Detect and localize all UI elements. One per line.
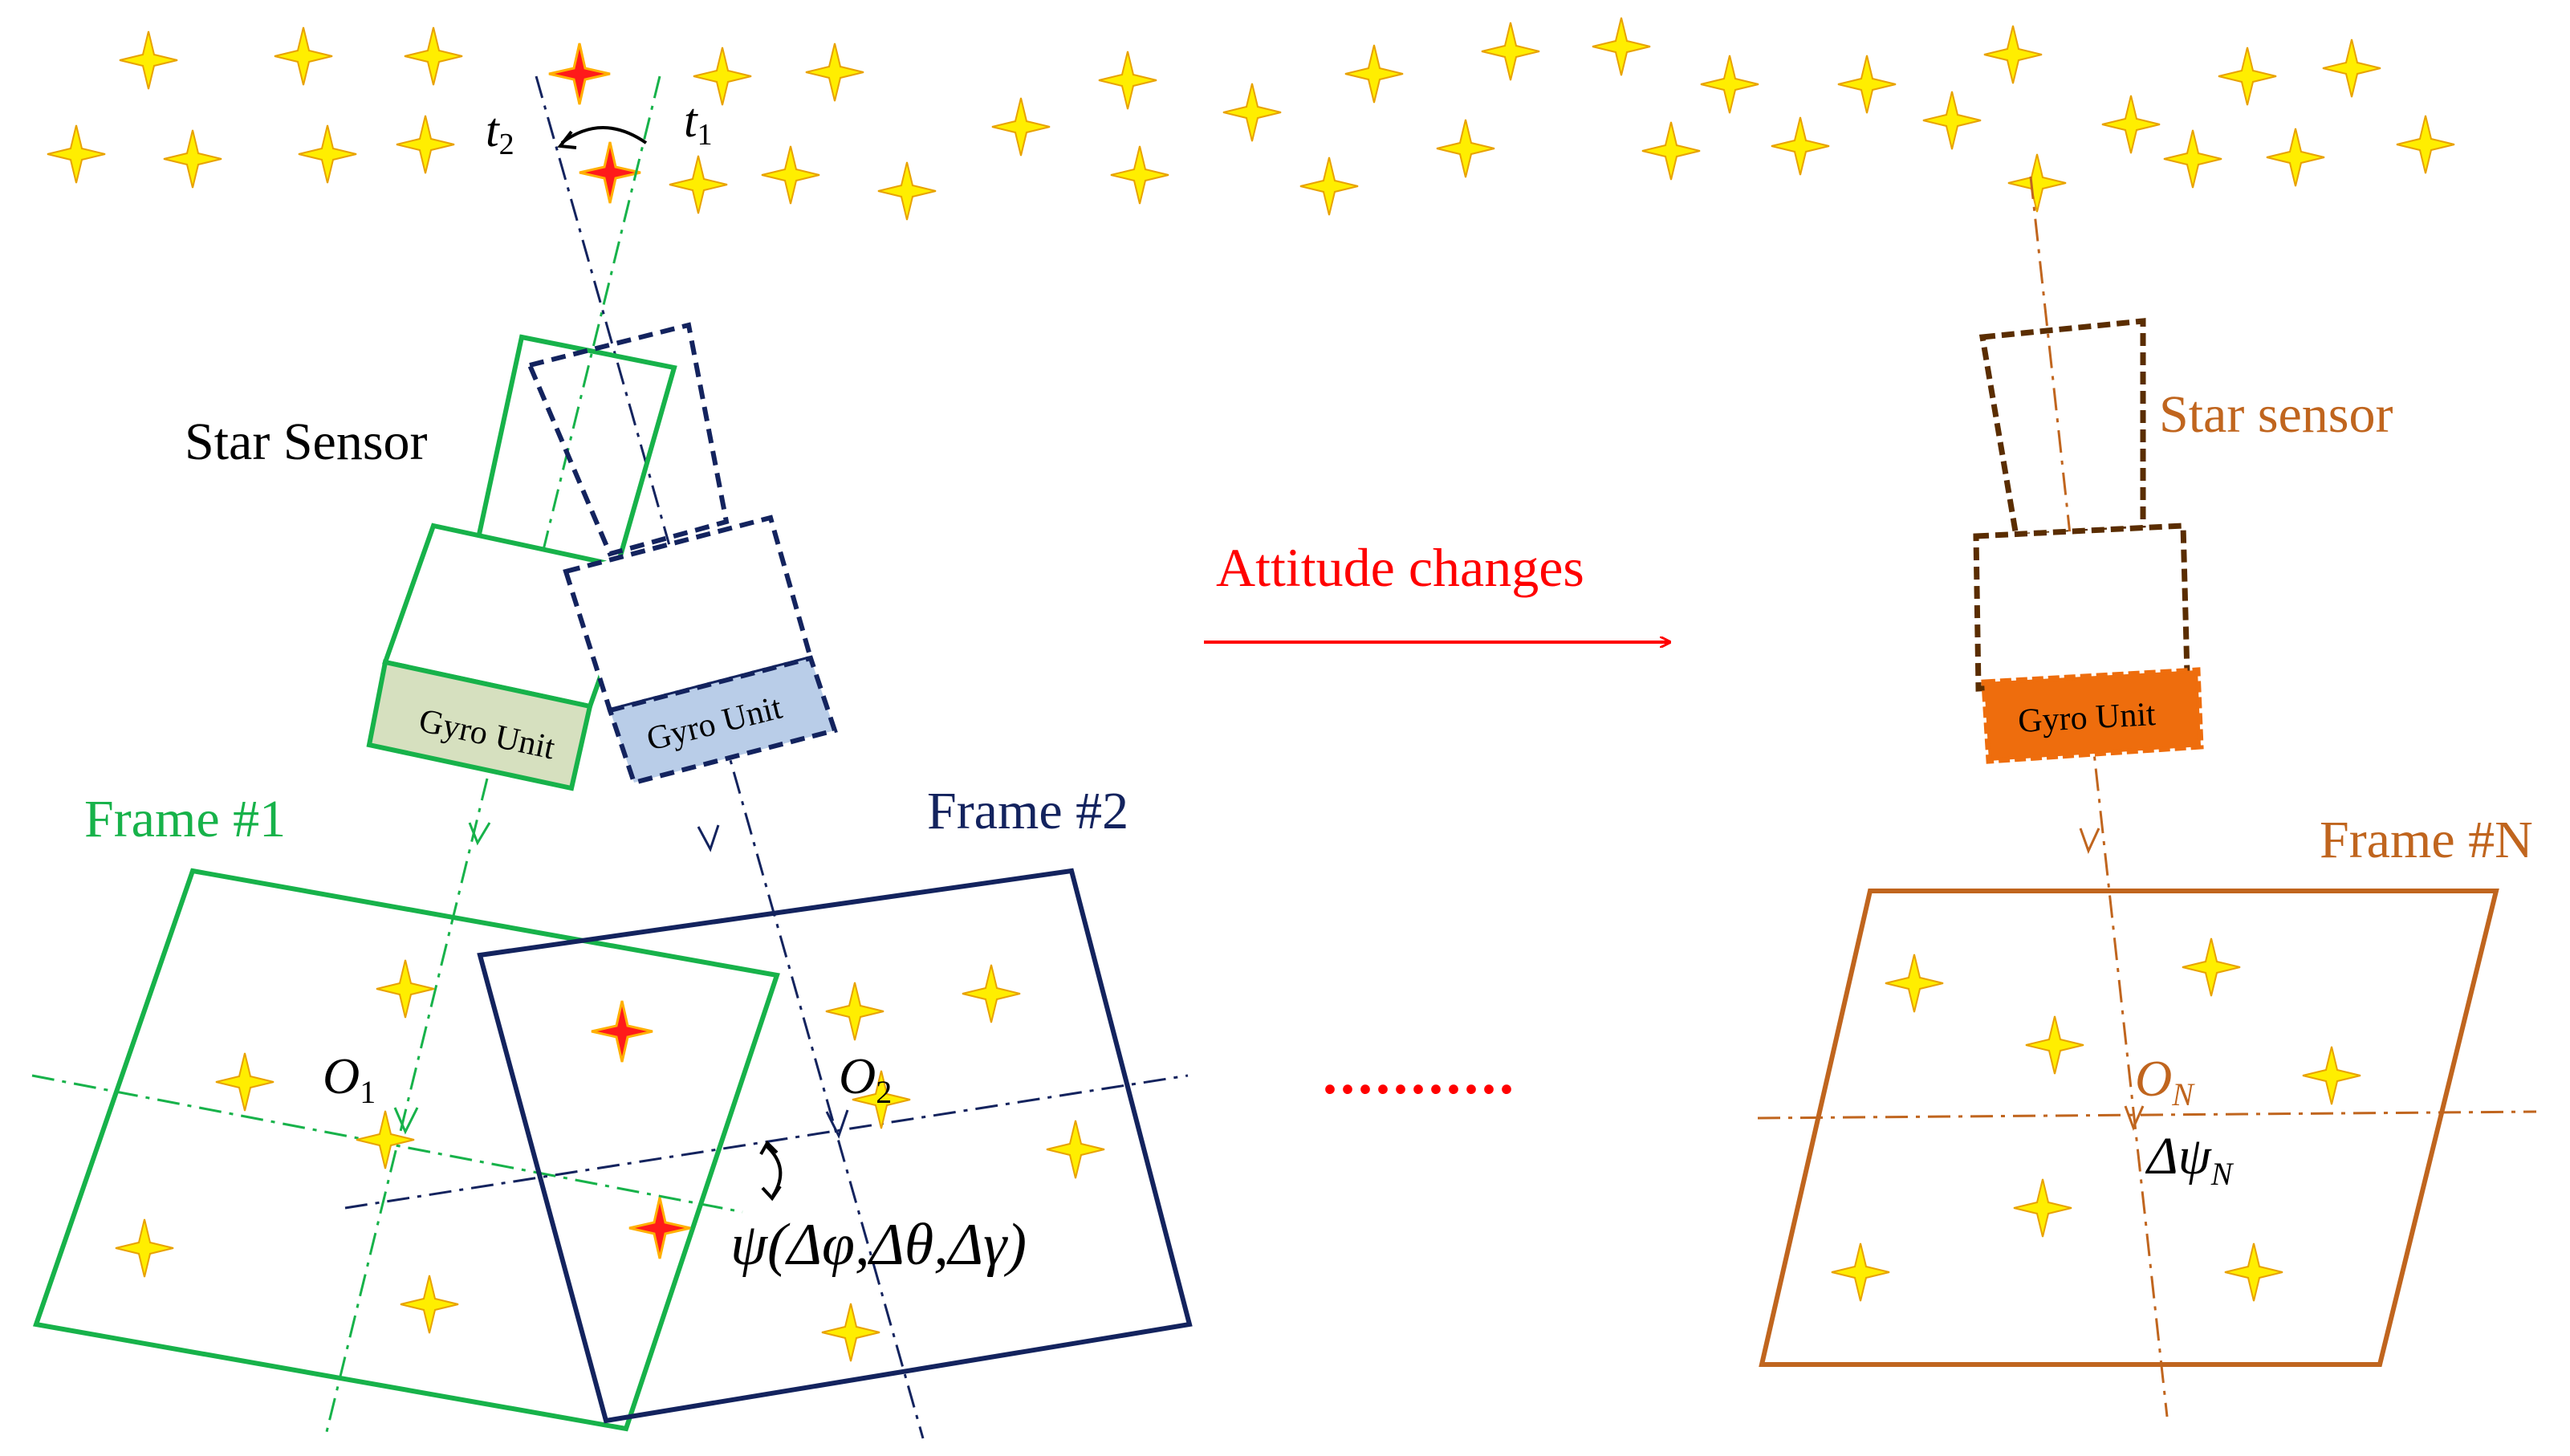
star-sensor-2: Gyro Unit <box>526 322 838 786</box>
star-sensor-label-left: Star Sensor <box>185 413 428 471</box>
gyro-unit-n-label: Gyro Unit <box>2017 696 2157 740</box>
origin-o1-label: O1 <box>323 1047 376 1110</box>
origin-o2-label: O2 <box>839 1047 892 1110</box>
target-stars <box>547 42 642 205</box>
frame-1-label: Frame #1 <box>84 790 286 848</box>
delta-psi-label: ΔψN <box>2145 1127 2235 1192</box>
attitude-changes-label: Attitude changes <box>1216 537 1584 598</box>
label-t1: t1 <box>684 94 713 152</box>
background-stars <box>47 17 2455 221</box>
origin-on-label: ON <box>2135 1050 2195 1112</box>
axis-arrow-2a <box>697 824 720 852</box>
ellipsis-label: ........... <box>1323 1042 1517 1106</box>
psi-angle-arc <box>759 1140 783 1202</box>
frame-n <box>1757 176 2537 1417</box>
rotation-arc <box>557 126 648 149</box>
frame-n-label: Frame #N <box>2320 811 2533 869</box>
frame-1 <box>31 868 780 1432</box>
axis-arrow-1b <box>393 1107 419 1135</box>
axis-arrow-2b <box>825 1109 849 1139</box>
frame-2-label: Frame #2 <box>927 782 1128 840</box>
star-sensor-label-right: Star sensor <box>2159 385 2393 444</box>
axis-arrow-1a <box>468 822 491 846</box>
star-sensor-n: Gyro Unit <box>1973 318 2204 764</box>
psi-formula-label: ψ(Δφ,Δθ,Δγ) <box>730 1212 1027 1278</box>
optical-axis-2 <box>535 75 925 1439</box>
label-t2: t2 <box>486 104 514 161</box>
